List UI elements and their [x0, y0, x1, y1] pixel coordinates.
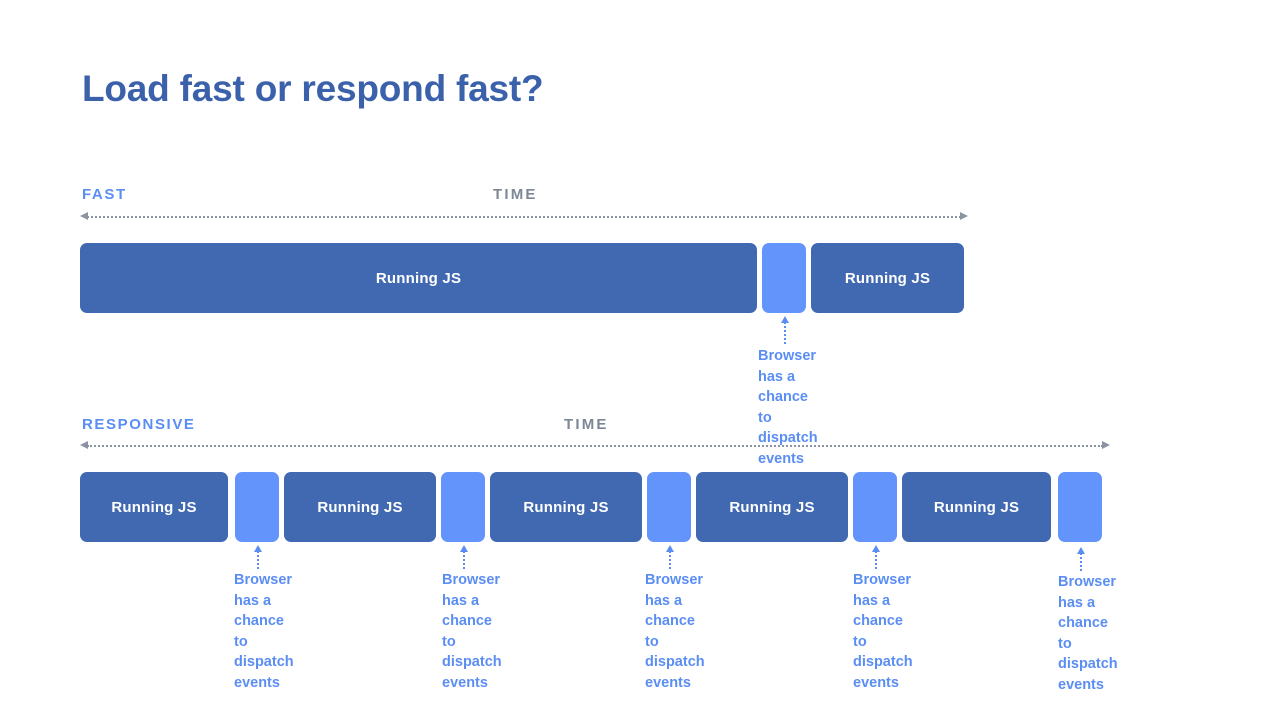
callout-text: Browser has a chance to dispatch events [1058, 574, 1118, 693]
callout-stem [257, 551, 259, 569]
callout-stem [669, 551, 671, 569]
section-label-responsive: RESPONSIVE [82, 416, 196, 433]
block-running-js[interactable]: Running JS [811, 243, 964, 313]
callout-stem [463, 551, 465, 569]
block-idle-gap[interactable] [853, 472, 897, 542]
block-idle-gap[interactable] [647, 472, 691, 542]
callout-stem [784, 322, 786, 344]
arrow-right-icon [1102, 441, 1110, 449]
block-running-js[interactable]: Running JS [902, 472, 1051, 542]
axis-dotted-line [87, 216, 961, 218]
arrow-up-icon [780, 316, 789, 323]
block-idle-gap[interactable] [441, 472, 485, 542]
callout-stem [1080, 553, 1082, 571]
callout-text: Browser has a chance to dispatch events [234, 572, 294, 691]
page-title: Load fast or respond fast? [82, 68, 544, 109]
block-running-js[interactable]: Running JS [80, 472, 228, 542]
block-idle-gap[interactable] [1058, 472, 1102, 542]
arrow-up-icon [871, 545, 880, 552]
block-idle-gap[interactable] [762, 243, 806, 313]
block-running-js[interactable]: Running JS [490, 472, 642, 542]
time-axis-responsive [80, 441, 1110, 450]
time-label-responsive: TIME [564, 416, 609, 433]
callout-stem [875, 551, 877, 569]
callout-text: Browser has a chance to dispatch events [442, 572, 502, 691]
arrow-up-icon [253, 545, 262, 552]
callout-text: Browser has a chance to dispatch events [758, 348, 818, 467]
time-label-fast: TIME [493, 186, 538, 203]
axis-dotted-line [87, 445, 1103, 447]
arrow-up-icon [1076, 547, 1085, 554]
block-running-js[interactable]: Running JS [80, 243, 757, 313]
block-running-js[interactable]: Running JS [284, 472, 436, 542]
callout-text: Browser has a chance to dispatch events [645, 572, 705, 691]
callout-text: Browser has a chance to dispatch events [853, 572, 913, 691]
time-axis-fast [80, 212, 968, 221]
arrow-up-icon [665, 545, 674, 552]
section-label-fast: FAST [82, 186, 127, 203]
block-running-js[interactable]: Running JS [696, 472, 848, 542]
arrow-left-icon [80, 441, 88, 449]
arrow-up-icon [459, 545, 468, 552]
block-idle-gap[interactable] [235, 472, 279, 542]
arrow-left-icon [80, 212, 88, 220]
arrow-right-icon [960, 212, 968, 220]
